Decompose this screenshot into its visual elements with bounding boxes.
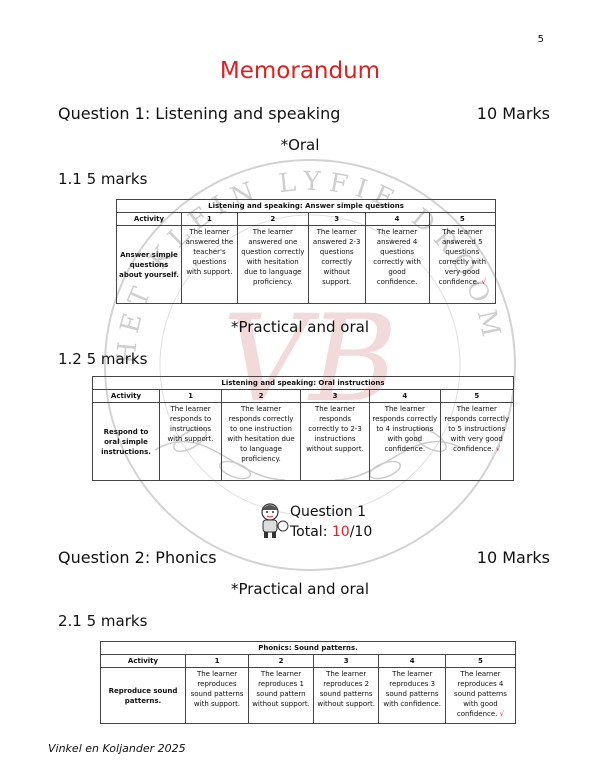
rubric-cell-selected: The learner reproduces 4 sound patterns … <box>444 667 517 724</box>
question1-total: Question 1 Total: 10/10 <box>290 502 372 542</box>
rubric-cell: The learner responds to instructions wit… <box>158 402 223 481</box>
table-header: 2 <box>221 389 302 403</box>
rubric-table-1-1: Listening and speaking: Answer simple qu… <box>116 199 497 304</box>
question2-mode-practical: *Practical and oral <box>230 580 369 598</box>
rubric-table-2-1: Phonics: Sound patterns. Activity 1 2 3 … <box>100 641 517 724</box>
table-caption: Phonics: Sound patterns. <box>100 641 516 655</box>
question1-mode-oral: *Oral <box>280 136 320 154</box>
footer-credit: Vinkel en Koljander 2025 <box>48 742 186 755</box>
rubric-cell: The learner responds correctly to one in… <box>221 402 302 481</box>
table-header: Activity <box>92 389 160 403</box>
table-header: 5 <box>439 389 515 403</box>
rubric-cell: The learner reproduces 1 sound pattern w… <box>248 667 314 724</box>
rubric-table-1-2: Listening and speaking: Oral instruction… <box>92 376 515 481</box>
table-caption: Listening and speaking: Oral instruction… <box>92 376 514 390</box>
table-header: 1 <box>158 389 223 403</box>
rubric-cell: The learner responds correctly to 2-3 in… <box>300 402 371 481</box>
table-header: 5 <box>428 212 497 226</box>
child-mascot-icon <box>261 503 289 538</box>
question2-heading-row: Question 2: Phonics 10 Marks <box>58 548 550 567</box>
question1-mode-practical: *Practical and oral <box>230 318 369 336</box>
total-line: Total: 10/10 <box>290 522 372 542</box>
total-label: Total: <box>290 524 332 540</box>
rubric-cell: The learner answered 2-3 questions corre… <box>307 225 366 304</box>
question2-marks: 10 Marks <box>476 548 550 567</box>
rubric-cell: The learner answered 4 questions correct… <box>364 225 430 304</box>
table-caption: Listening and speaking: Answer simple qu… <box>116 199 496 213</box>
total-max: /10 <box>349 524 373 540</box>
rubric-cell: The learner reproduces sound patterns wi… <box>184 667 250 724</box>
table-header: 2 <box>248 654 314 668</box>
page-number: 5 <box>537 34 544 45</box>
table-header: 1 <box>181 212 238 226</box>
table-header: 4 <box>378 654 446 668</box>
page-title: Memorandum <box>219 58 381 84</box>
rubric-cell: The learner answered one question correc… <box>236 225 309 304</box>
table-header: 2 <box>236 212 309 226</box>
question1-heading-row: Question 1: Listening and speaking 10 Ma… <box>58 104 550 123</box>
table-header: 3 <box>312 654 380 668</box>
rubric-cell: The learner reproduces 2 sound patterns … <box>312 667 380 724</box>
rubric-cell: The learner answered the teacher's quest… <box>181 225 238 304</box>
table-header: 3 <box>307 212 366 226</box>
table-header: 4 <box>364 212 430 226</box>
tick-mark: √ <box>495 445 501 453</box>
activity-cell: Respond to oral simple instructions. <box>92 402 160 481</box>
table-header: 3 <box>300 389 371 403</box>
tick-mark: √ <box>499 710 505 718</box>
table-header: Activity <box>116 212 182 226</box>
table-header: 4 <box>369 389 441 403</box>
table-header: Activity <box>100 654 186 668</box>
rubric-cell-text: The learner responds correctly to 5 inst… <box>444 405 510 453</box>
section-2-1-label: 2.1 5 marks <box>58 612 148 630</box>
rubric-cell-text: The learner reproduces 4 sound patterns … <box>454 670 507 718</box>
question2-heading: Question 2: Phonics <box>58 548 217 567</box>
tick-mark: √ <box>481 278 486 286</box>
rubric-cell: The learner responds correctly to 4 inst… <box>369 402 441 481</box>
table-header: 1 <box>184 654 250 668</box>
activity-cell: Answer simple questions about yourself. <box>116 225 182 304</box>
rubric-cell-selected: The learner responds correctly to 5 inst… <box>439 402 515 481</box>
question1-heading: Question 1: Listening and speaking <box>58 104 341 123</box>
rubric-cell-selected: The learner answered 5 questions correct… <box>428 225 497 304</box>
rubric-cell-text: The learner answered 5 questions correct… <box>438 228 487 286</box>
section-1-1-label: 1.1 5 marks <box>58 170 148 188</box>
activity-cell: Reproduce sound patterns. <box>100 667 186 724</box>
total-title: Question 1 <box>290 504 366 520</box>
table-header: 5 <box>444 654 517 668</box>
section-1-2-label: 1.2 5 marks <box>58 350 148 368</box>
total-score: 10 <box>331 524 350 540</box>
question1-marks: 10 Marks <box>476 104 550 123</box>
rubric-cell: The learner reproduces 3 sound patterns … <box>378 667 446 724</box>
